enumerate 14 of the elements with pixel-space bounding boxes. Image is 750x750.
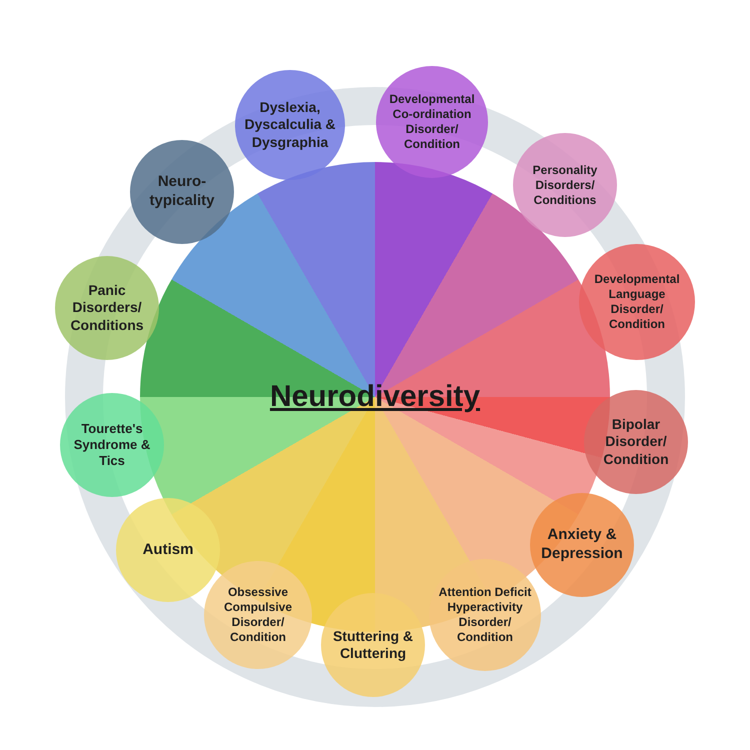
category-label: Panic Disorders/ Conditions: [69, 282, 145, 334]
category-label: Developmental Language Disorder/ Condition: [593, 272, 681, 332]
category-label: Neuro-typicality: [148, 173, 216, 211]
category-label: Bipolar Disorder/ Condition: [602, 416, 670, 468]
category-label: Anxiety & Depression: [540, 526, 624, 564]
category-label: Obsessive Compulsive Disorder/ Condition: [222, 585, 293, 645]
category-label: Tourette's Syndrome & Tics: [72, 420, 152, 470]
wheel-title: Neurodiversity: [270, 380, 480, 414]
category-label: Personality Disorders/ Conditions: [532, 162, 598, 208]
category-label: Attention Deficit Hyperactivity Disorder/ Condition: [438, 585, 532, 645]
category-label: Dyslexia, Dyscalculia & Dysgraphia: [243, 98, 337, 152]
category-label: Developmental Co-ordination Disorder/ Condition: [388, 92, 476, 152]
category-label: Autism: [142, 540, 194, 560]
category-label: Stuttering & Cluttering: [332, 628, 414, 662]
